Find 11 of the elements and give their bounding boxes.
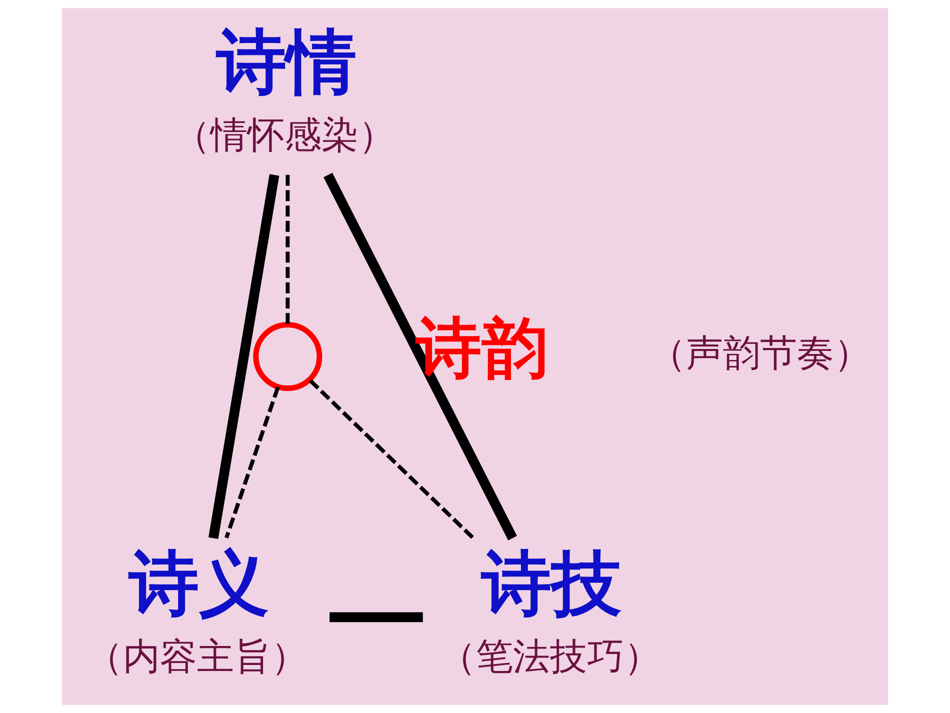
connector [308,379,474,540]
connector [324,172,517,540]
connector [286,174,290,324]
connector [208,174,280,539]
connector [224,386,280,539]
label: （声韵节奏） [649,330,872,374]
connector [330,612,423,622]
node-text: 诗情 （情怀感染） [174,21,396,156]
node-text: 诗义 （内容主旨） [86,542,308,678]
node-circle [253,322,322,391]
node-text: 诗技 （笔法技巧） [438,542,661,678]
